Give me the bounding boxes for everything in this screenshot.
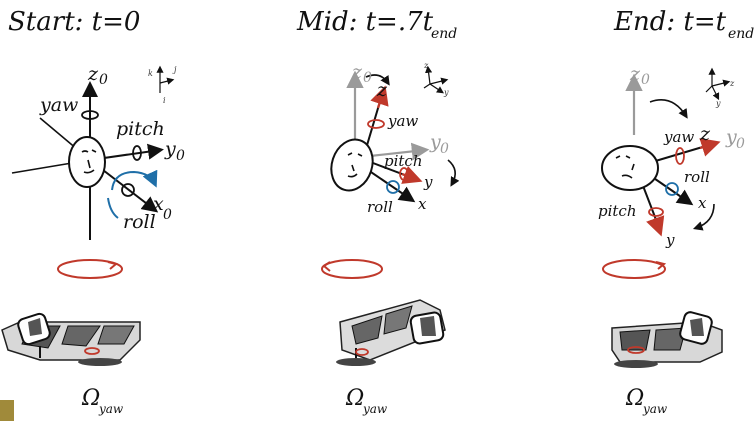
head xyxy=(601,145,659,191)
svg-text:0: 0 xyxy=(176,148,185,164)
pitch-ring xyxy=(648,207,664,217)
yaw-ring xyxy=(81,110,99,120)
svg-text:0: 0 xyxy=(163,207,172,223)
svg-text:j: j xyxy=(172,65,177,74)
label-y: y xyxy=(423,173,433,191)
vehicle-illustration xyxy=(336,299,446,366)
svg-text:0: 0 xyxy=(440,141,449,157)
label-roll: roll xyxy=(367,198,393,216)
roll-ring xyxy=(665,182,679,196)
label-z: z xyxy=(376,79,388,101)
svg-text:yaw: yaw xyxy=(642,402,668,416)
svg-text:yaw: yaw xyxy=(98,402,124,416)
panel-title: Mid: t=.7t xyxy=(296,7,434,37)
head xyxy=(68,136,106,188)
panel-end: End: t=t end z y z 0 yaw z y 0 roll xyxy=(598,7,754,416)
label-pitch: pitch xyxy=(384,152,423,170)
label-x: x xyxy=(698,194,707,212)
svg-text:y: y xyxy=(715,99,721,108)
frame-icon: z y xyxy=(423,61,449,97)
omega-yaw: Ω xyxy=(345,386,364,411)
label-z0: z xyxy=(629,63,641,85)
frame-icon: z y xyxy=(705,67,735,108)
svg-text:0: 0 xyxy=(736,136,745,152)
panel-mid: Mid: t=.7t end z y z 0 z yaw y 0 xyxy=(296,7,460,416)
vehicle-illustration xyxy=(611,311,723,368)
frame-icon: k j i xyxy=(148,65,177,105)
label-x0: x xyxy=(153,193,164,215)
label-y0: y xyxy=(164,138,176,160)
svg-text:0: 0 xyxy=(641,72,650,88)
svg-text:end: end xyxy=(431,26,457,42)
label-y0: y xyxy=(725,126,737,148)
svg-text:end: end xyxy=(728,26,754,42)
svg-text:i: i xyxy=(163,96,166,105)
label-y0: y xyxy=(429,131,441,153)
svg-text:k: k xyxy=(148,69,153,78)
roll-ring xyxy=(386,180,400,194)
omega-yaw: Ω xyxy=(81,386,100,411)
pitch-ring xyxy=(132,145,142,161)
svg-text:z: z xyxy=(729,79,735,88)
label-z0: z xyxy=(351,61,363,83)
roll-ring xyxy=(121,183,135,197)
panel-title: End: t=t xyxy=(613,7,727,37)
svg-text:z: z xyxy=(423,61,429,70)
vehicle-illustration xyxy=(1,312,141,366)
label-yaw: yaw xyxy=(39,94,78,116)
label-z0: z xyxy=(87,63,99,85)
yaw-ring xyxy=(367,119,385,129)
corner-badge xyxy=(0,400,14,421)
omega-yaw: Ω xyxy=(625,386,644,411)
label-z: z xyxy=(699,123,711,145)
label-pitch: pitch xyxy=(598,202,637,220)
y0-axis xyxy=(369,142,430,161)
pitch-ring xyxy=(399,167,409,181)
svg-text:yaw: yaw xyxy=(362,402,388,416)
label-roll: roll xyxy=(123,211,156,233)
label-pitch: pitch xyxy=(116,118,165,140)
label-roll: roll xyxy=(684,168,710,186)
yaw-rotation-indicator xyxy=(321,259,383,279)
label-x: x xyxy=(418,195,427,213)
yaw-ring xyxy=(675,147,685,165)
label-y: y xyxy=(665,231,675,249)
svg-text:y: y xyxy=(443,88,449,97)
yaw-rotation-indicator xyxy=(57,259,123,279)
panel-title: Start: t=0 xyxy=(8,7,140,37)
label-yaw: yaw xyxy=(387,112,418,130)
svg-text:0: 0 xyxy=(363,70,372,86)
yaw-rotation-indicator xyxy=(602,259,666,279)
svg-text:0: 0 xyxy=(99,72,108,88)
label-yaw: yaw xyxy=(663,128,694,146)
panel-start: Start: t=0 k j i z 0 yaw pitch y xyxy=(1,7,185,416)
